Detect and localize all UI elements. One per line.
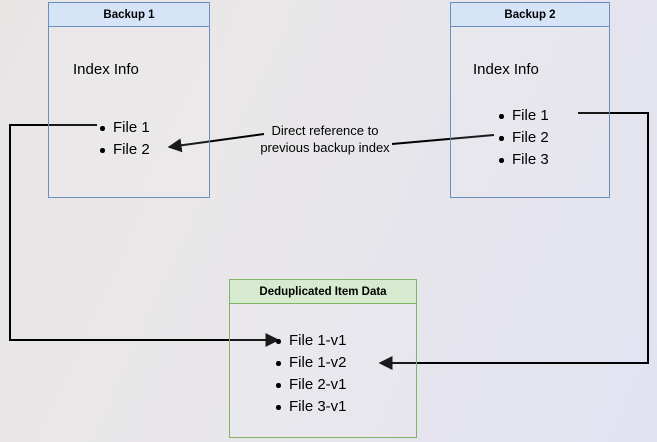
list-item: File 2 <box>98 139 150 161</box>
backup-2-body: Index Info File 1 File 2 File 3 <box>451 27 609 197</box>
deduplicated-item-data-box: Deduplicated Item Data File 1-v1 File 1-… <box>229 279 417 438</box>
list-item: File 3-v1 <box>274 396 347 418</box>
deduplicated-file-list: File 1-v1 File 1-v2 File 2-v1 File 3-v1 <box>274 330 347 418</box>
list-item: File 1-v1 <box>274 330 347 352</box>
list-item: File 2 <box>497 127 549 149</box>
list-item: File 1 <box>98 117 150 139</box>
backup-1-body: Index Info File 1 File 2 <box>49 27 209 197</box>
backup-2-file-list: File 1 File 2 File 3 <box>497 105 549 171</box>
backup-2-index-info-label: Index Info <box>473 61 539 78</box>
list-item: File 1 <box>497 105 549 127</box>
backup-2-title: Backup 2 <box>451 3 609 27</box>
deduplicated-item-data-body: File 1-v1 File 1-v2 File 2-v1 File 3-v1 <box>230 304 416 437</box>
backup-1-index-info-label: Index Info <box>73 61 139 78</box>
backup-2-box: Backup 2 Index Info File 1 File 2 File 3 <box>450 2 610 198</box>
list-item: File 1-v2 <box>274 352 347 374</box>
deduplicated-item-data-title: Deduplicated Item Data <box>230 280 416 304</box>
backup-1-title: Backup 1 <box>49 3 209 27</box>
list-item: File 2-v1 <box>274 374 347 396</box>
backup-1-file-list: File 1 File 2 <box>98 117 150 161</box>
list-item: File 3 <box>497 149 549 171</box>
backup-1-box: Backup 1 Index Info File 1 File 2 <box>48 2 210 198</box>
direct-reference-annotation: Direct reference to previous backup inde… <box>260 123 390 155</box>
